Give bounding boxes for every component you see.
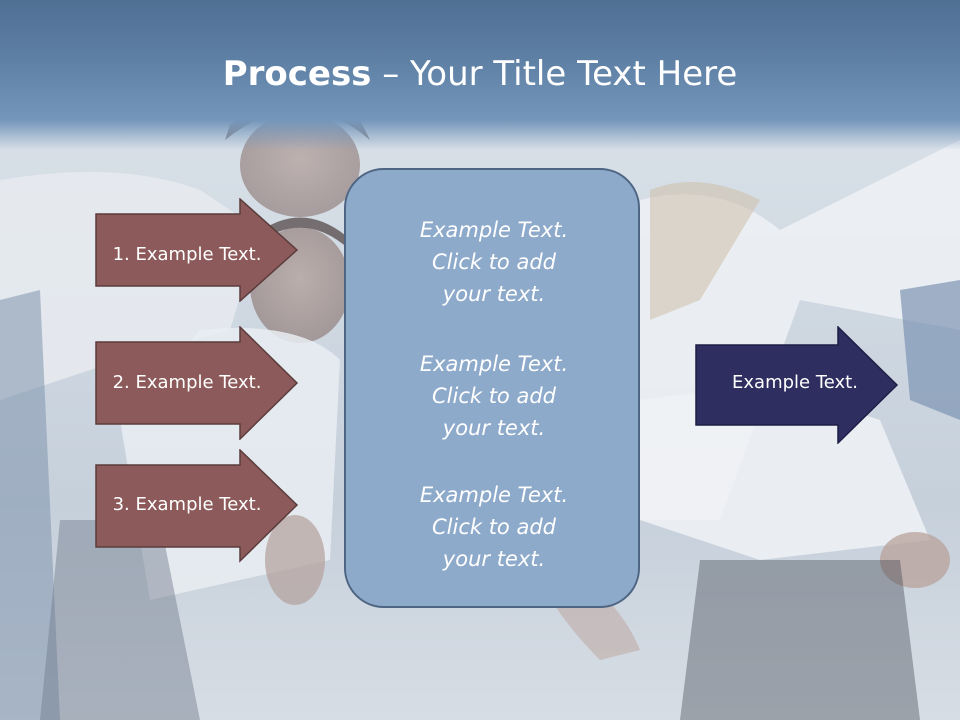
process-arrow-3[interactable]: [95, 449, 299, 563]
block-3-line-3: your text.: [442, 547, 546, 571]
process-arrow-3-label: 3. Example Text.: [112, 494, 262, 515]
block-3-line-2: Click to add: [431, 515, 556, 539]
block-2-line-3: your text.: [442, 416, 546, 440]
center-text-block-1: Example Text. Click to add your text.: [346, 214, 642, 310]
center-text-block-2: Example Text. Click to add your text.: [346, 348, 642, 444]
block-2-line-1: Example Text.: [419, 352, 569, 376]
title-rest: – Your Title Text Here: [371, 54, 738, 94]
process-arrow-2[interactable]: [95, 326, 299, 440]
block-2-line-2: Click to add: [431, 384, 556, 408]
slide-title[interactable]: Process – Your Title Text Here: [0, 52, 960, 96]
process-arrow-1[interactable]: [95, 198, 299, 302]
block-3-line-1: Example Text.: [419, 483, 569, 507]
title-bold: Process: [222, 54, 372, 94]
center-text-box[interactable]: Example Text. Click to add your text. Ex…: [344, 168, 640, 608]
block-1-line-2: Click to add: [431, 250, 556, 274]
process-arrow-1-label: 1. Example Text.: [112, 244, 262, 265]
block-1-line-3: your text.: [442, 282, 546, 306]
title-bar: [0, 0, 960, 150]
result-arrow[interactable]: [695, 326, 899, 444]
block-1-line-1: Example Text.: [419, 218, 569, 242]
process-arrow-2-label: 2. Example Text.: [112, 372, 262, 393]
result-arrow-label: Example Text.: [732, 372, 858, 393]
center-text-block-3: Example Text. Click to add your text.: [346, 479, 642, 575]
